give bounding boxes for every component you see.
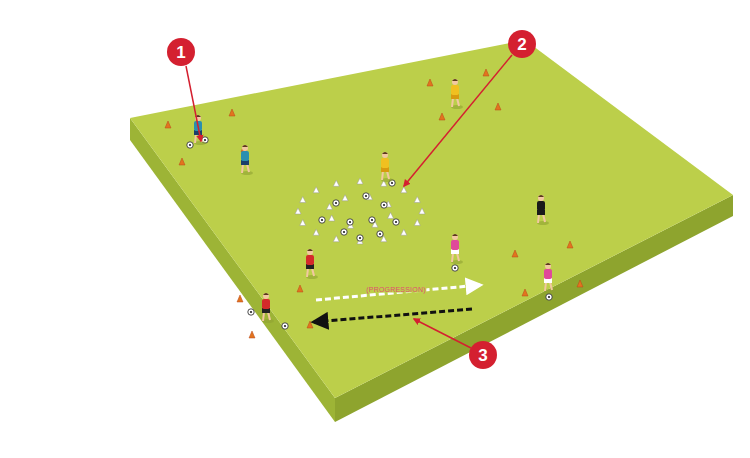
cone <box>512 250 518 257</box>
player-figure <box>537 195 549 225</box>
callout-disc <box>508 30 536 58</box>
player-figure <box>262 293 274 323</box>
ball <box>393 219 399 225</box>
ball <box>363 193 369 199</box>
cone <box>522 289 528 296</box>
ball <box>347 219 353 225</box>
cone <box>297 285 303 292</box>
ball <box>452 265 458 271</box>
cone <box>179 158 185 165</box>
leader-line <box>186 66 201 141</box>
ball <box>187 142 193 148</box>
cone <box>427 79 433 86</box>
callout-disc <box>469 341 497 369</box>
cone <box>483 69 489 76</box>
pitch-surface <box>130 40 733 398</box>
callout-number: 3 <box>478 347 487 364</box>
marker-cone <box>401 229 407 235</box>
ball <box>369 217 375 223</box>
player-figure <box>451 79 463 109</box>
cone <box>577 280 583 287</box>
cone <box>307 321 313 328</box>
marker-cone <box>329 215 335 221</box>
callout-disc <box>167 38 195 66</box>
ball <box>333 200 339 206</box>
marker-cone <box>300 219 306 225</box>
cone <box>567 241 573 248</box>
marker-cone <box>333 236 339 242</box>
player-figure <box>306 249 318 279</box>
marker-cone <box>357 178 363 184</box>
ball <box>319 217 325 223</box>
marker-cone <box>313 229 319 235</box>
cone <box>495 103 501 110</box>
cone <box>439 113 445 120</box>
marker-cone <box>419 208 425 214</box>
ball <box>546 294 552 300</box>
marker-cone <box>414 219 420 225</box>
cone <box>237 295 243 302</box>
ball <box>248 309 254 315</box>
callout-number: 1 <box>176 44 185 61</box>
marker-cone <box>300 197 306 203</box>
ball <box>357 235 363 241</box>
marker-cone <box>414 197 420 203</box>
arrow-label: (PROGRESSION) <box>365 286 426 293</box>
leader-line <box>414 319 471 348</box>
cone <box>241 145 247 152</box>
marker-cone <box>313 187 319 193</box>
ball <box>282 323 288 329</box>
player-figure <box>451 234 463 264</box>
marker-cone <box>388 212 394 218</box>
marker-cone <box>295 208 301 214</box>
movement-arrow <box>314 309 472 322</box>
ball <box>381 202 387 208</box>
callout-number: 2 <box>517 36 526 53</box>
player-figure <box>544 263 556 293</box>
player-figure <box>381 152 393 182</box>
marker-cone <box>342 195 348 201</box>
marker-cone <box>333 180 339 186</box>
player-figure <box>241 145 253 175</box>
player-figure <box>194 115 206 145</box>
ball <box>341 229 347 235</box>
cone <box>165 121 171 128</box>
cone <box>249 331 255 338</box>
marker-cone <box>326 204 332 210</box>
cone <box>229 109 235 116</box>
leader-line <box>404 55 512 186</box>
marker-cone <box>401 187 407 193</box>
progression-arrow <box>316 285 480 300</box>
ball <box>377 231 383 237</box>
